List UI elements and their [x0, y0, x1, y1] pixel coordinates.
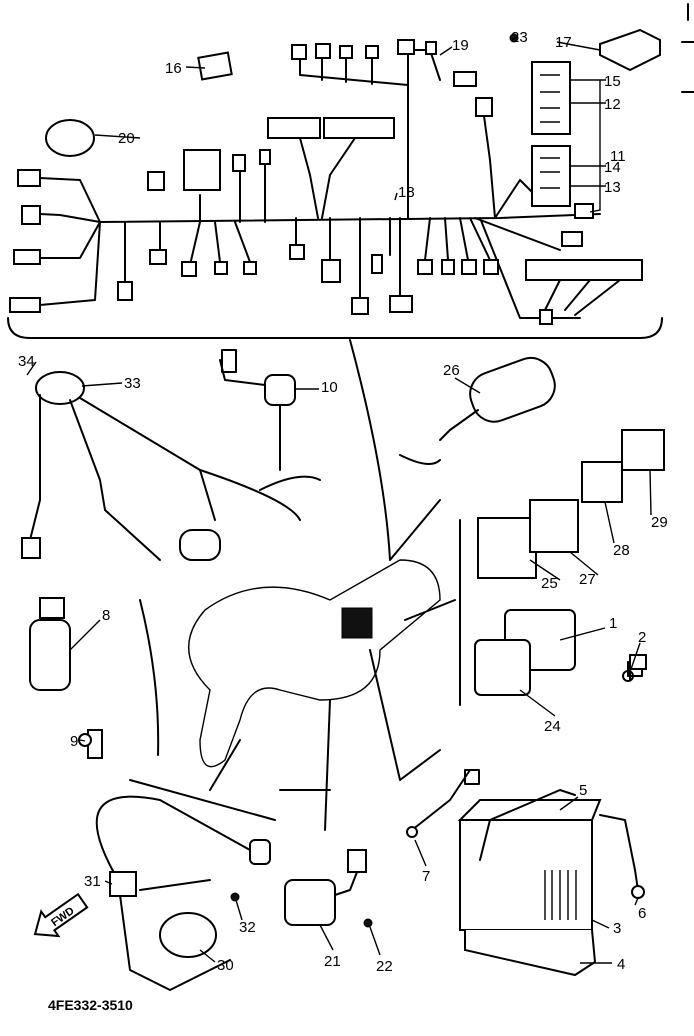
- callout-20: 20: [118, 130, 135, 147]
- callout-23: 23: [511, 29, 528, 46]
- callout-18: 18: [398, 184, 415, 201]
- callout-13: 13: [604, 179, 621, 196]
- callout-19: 19: [452, 37, 469, 54]
- callout-27: 27: [579, 571, 596, 588]
- fuse-boxes: [531, 61, 594, 247]
- main-harness: [99, 213, 601, 223]
- callout-22: 22: [376, 958, 393, 975]
- battery-3: [459, 819, 593, 931]
- callout-10: 10: [321, 379, 338, 396]
- callout-32: 32: [239, 919, 256, 936]
- harness-group-bracket: [7, 317, 663, 339]
- callout-34: 34: [18, 353, 35, 370]
- sensor-31: [109, 871, 137, 897]
- callout-30: 30: [217, 957, 234, 974]
- callout-24: 24: [544, 718, 561, 735]
- relay-27: [529, 499, 579, 553]
- callout-21: 21: [324, 953, 341, 970]
- callout-14: 14: [604, 159, 621, 176]
- starter-relay-21: [284, 879, 336, 926]
- callout-16: 16: [165, 60, 182, 77]
- callout-7: 7: [422, 868, 430, 885]
- condenser: [179, 529, 221, 561]
- callout-11: 11: [610, 148, 626, 165]
- multi-pin-connectors: [267, 117, 643, 281]
- callout-labels: 16 20 19 23 17 15 12 11 14 13 18 34 33 1…: [18, 29, 668, 975]
- battery-band-5: [479, 789, 576, 861]
- callout-25: 25: [541, 575, 558, 592]
- callout-12: 12: [604, 96, 621, 113]
- part-code: 4FE332-3510: [48, 997, 133, 1013]
- ignition-coil-24: [474, 639, 531, 696]
- switch-10: [264, 374, 296, 406]
- callout-1: 1: [609, 615, 617, 632]
- relay-29: [621, 429, 665, 471]
- forward-direction-arrow: FWD: [33, 892, 89, 938]
- callout-33: 33: [124, 375, 141, 392]
- callout-29: 29: [651, 514, 668, 531]
- callout-3: 3: [613, 920, 621, 937]
- callout-31: 31: [84, 873, 101, 890]
- fuel-sender-33: [35, 371, 85, 405]
- condenser-26: [469, 356, 556, 423]
- callout-15: 15: [604, 73, 621, 90]
- sensor-30: [159, 912, 217, 958]
- callout-9: 9: [70, 733, 78, 750]
- relay-25: [477, 517, 537, 579]
- main-switch-8: [29, 619, 71, 691]
- callout-26: 26: [443, 362, 460, 379]
- callout-4: 4: [617, 956, 625, 973]
- callout-8: 8: [102, 607, 110, 624]
- relay-28: [581, 461, 623, 503]
- callout-6: 6: [638, 905, 646, 922]
- callout-2: 2: [638, 629, 646, 646]
- battery-case-4: [464, 929, 597, 977]
- callout-28: 28: [613, 542, 630, 559]
- callout-5: 5: [579, 782, 587, 799]
- harness-connectors-left: [9, 169, 41, 313]
- frame-outline: [188, 559, 441, 768]
- callout-17: 17: [555, 34, 572, 51]
- unit-17: [599, 28, 661, 72]
- coupler-16: [197, 51, 233, 81]
- band-20: [45, 119, 95, 157]
